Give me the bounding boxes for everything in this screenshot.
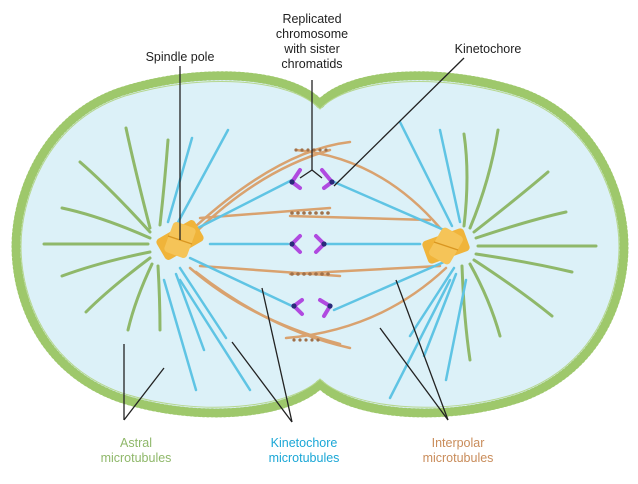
interpolar-microtubules [188,140,448,350]
label-spindle-pole: Spindle pole [145,50,215,64]
label-kinetochore-microtubules: Kinetochore microtubules [268,436,340,465]
label-astral-microtubules: Astral microtubules [100,436,172,465]
cell-membrane [11,71,629,418]
spindle-pole-right [422,227,470,265]
label-replicated-chromosome: Replicated chromosome with sister chroma… [275,12,349,71]
cell-membrane-inner [20,80,620,408]
label-interpolar-microtubules: Interpolar microtubules [422,436,494,465]
leader-lines [123,57,465,423]
kinetochores [289,179,335,309]
cohesin-beads [290,148,330,342]
astral-microtubules-left [42,126,170,332]
kinetochore-microtubules [162,120,468,400]
astral-microtubules-right [460,128,598,362]
label-kinetochore: Kinetochore [454,42,522,56]
